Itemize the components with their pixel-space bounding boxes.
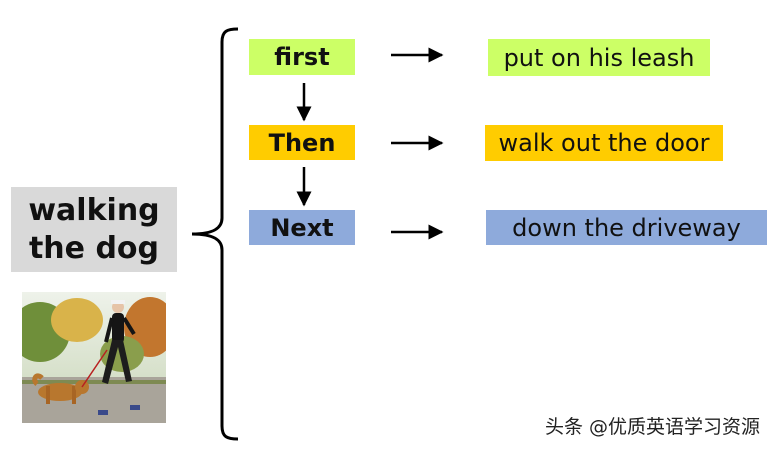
stage-next-label: Next bbox=[270, 213, 334, 242]
curly-brace bbox=[191, 27, 239, 441]
topic-line-1: walking bbox=[28, 192, 160, 228]
action-down-driveway: down the driveway bbox=[486, 210, 767, 245]
stage-then: Then bbox=[249, 125, 355, 160]
action-2-label: walk out the door bbox=[498, 129, 710, 157]
stage-first: first bbox=[249, 39, 355, 75]
stage-next: Next bbox=[249, 210, 355, 245]
watermark: 头条 @优质英语学习资源 bbox=[545, 416, 761, 438]
action-3-label: down the driveway bbox=[512, 213, 741, 242]
action-put-on-leash: put on his leash bbox=[488, 39, 710, 76]
stage-then-label: Then bbox=[268, 128, 336, 157]
action-1-label: put on his leash bbox=[503, 43, 695, 72]
stage-first-label: first bbox=[274, 43, 330, 71]
topic-box: walking the dog bbox=[11, 187, 177, 272]
woman-walking-dog-photo bbox=[22, 292, 166, 423]
action-walk-out-door: walk out the door bbox=[485, 125, 723, 161]
topic-line-2: the dog bbox=[28, 230, 160, 266]
